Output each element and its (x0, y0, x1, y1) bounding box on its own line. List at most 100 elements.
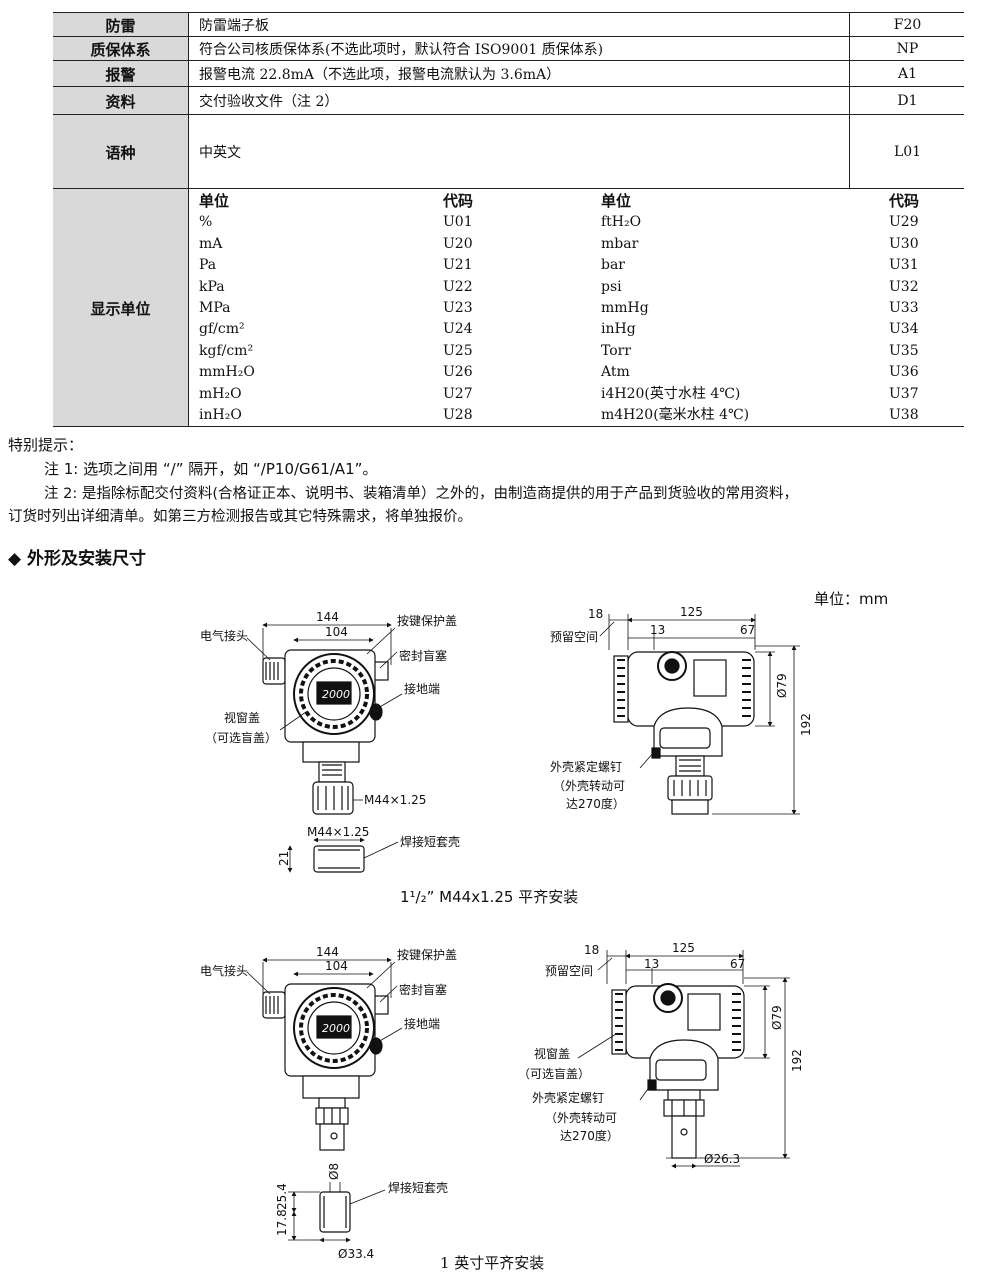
section-heading: ◆ 外形及安装尺寸 (8, 549, 146, 569)
unit-cell: MPa (199, 299, 231, 316)
front-view-top (246, 622, 403, 873)
dim-67: 67 (740, 623, 755, 637)
label-seal-plug: 密封盲塞 (399, 982, 447, 997)
unit-cell: kgf/cm² (199, 342, 254, 359)
dim-79: Ø79 (775, 673, 789, 698)
unit-cell: bar (601, 257, 626, 274)
note-1: 注 1: 选项之间用 “/” 隔开，如 “/P10/G61/A1”。 (44, 460, 378, 478)
unit-header: 单位 (199, 192, 230, 210)
caption-bottom: 1 英寸平齐安装 (440, 1254, 545, 1272)
row-description: 符合公司核质保体系(不选此项时，默认符合 ISO9001 质保体系) (199, 42, 604, 58)
side-view-top (599, 614, 800, 815)
front-view-bottom (246, 957, 403, 1243)
unit-cell: m4H20(毫米水柱 4℃) (601, 406, 750, 423)
unit-cell: ftH₂O (601, 214, 642, 231)
label-reserved-space: 预留空间 (550, 630, 598, 644)
unit-cell: mbar (601, 235, 639, 252)
label-housing-rotate-2: 达270度） (566, 796, 625, 811)
dim-79: Ø79 (770, 1005, 784, 1030)
unit-label: 单位：mm (814, 590, 889, 608)
row-description: 防雷端子板 (199, 18, 269, 34)
dim-67: 67 (730, 957, 745, 971)
dim-125: 125 (672, 941, 695, 955)
dim-192: 192 (790, 1049, 804, 1072)
code-cell: U33 (889, 299, 919, 316)
row-label: 语种 (53, 115, 189, 189)
code-cell: U31 (889, 257, 919, 274)
dim-thread: M44×1.25 (364, 793, 426, 807)
notes-title: 特别提示： (8, 436, 84, 454)
code-cell: U34 (889, 321, 919, 338)
dim-104: 104 (325, 625, 348, 639)
dim-144: 144 (316, 610, 339, 624)
table-row: 防雷 防雷端子板 F20 (53, 12, 964, 37)
unit-cell: kPa (199, 278, 225, 295)
unit-cell: psi (601, 278, 622, 295)
dim-25-4: 25.4 (275, 1183, 289, 1210)
dim-thread-sleeve: M44×1.25 (307, 825, 369, 839)
table-row: 资料 交付验收文件（注 2） D1 (53, 86, 964, 115)
table-row: 语种 中英文 L01 (53, 114, 964, 189)
code-cell: U29 (889, 214, 919, 231)
table-bottom-rule (53, 426, 964, 427)
row-code: A1 (849, 61, 965, 87)
unit-cell: inH₂O (199, 406, 242, 423)
dim-18: 18 (588, 607, 603, 621)
dim-144: 144 (316, 945, 339, 959)
code-cell: U20 (443, 235, 473, 252)
row-description: 中英文 (199, 145, 241, 161)
row-code: D1 (849, 87, 965, 115)
code-cell: U28 (443, 406, 473, 423)
dim-13: 13 (650, 623, 665, 637)
label-elec-connector: 电气接头 (200, 628, 248, 643)
dim-13: 13 (644, 957, 659, 971)
dim-21: 21 (277, 851, 291, 866)
dim-17-8: 17.8 (275, 1209, 289, 1236)
unit-cell: Atm (601, 364, 630, 381)
side-view-bottom (577, 950, 790, 1169)
dim-33-4: Ø33.4 (338, 1247, 374, 1261)
code-cell: U24 (443, 321, 473, 338)
row-label: 报警 (53, 61, 189, 87)
row-code: L01 (849, 115, 965, 189)
code-cell: U36 (889, 364, 919, 381)
unit-cell: % (199, 214, 213, 231)
unit-cell: Pa (199, 257, 217, 274)
unit-cell: mmHg (601, 299, 649, 316)
note-2: 注 2: 是指除标配交付资料(合格证正本、说明书、装箱清单）之外的，由制造商提供… (44, 486, 798, 502)
unit-cell: i4H20(英寸水柱 4℃) (601, 385, 741, 402)
code-header: 代码 (443, 192, 474, 210)
row-label: 显示单位 (53, 189, 189, 427)
label-key-cover: 按键保护盖 (397, 614, 457, 628)
code-cell: U35 (889, 342, 919, 359)
note-2-continued: 订货时列出详细清单。如第三方检测报告或其它特殊需求，将单独报价。 (8, 509, 472, 525)
label-housing-rotate-1: （外壳转动可 (553, 778, 625, 793)
row-label: 防雷 (53, 13, 189, 37)
label-housing-rotate-2: 达270度） (560, 1128, 619, 1143)
label-window-cover: 视窗盖 (224, 710, 260, 725)
unit-cell: gf/cm² (199, 321, 245, 338)
dim-192: 192 (799, 713, 813, 736)
dim-26-3: Ø26.3 (704, 1152, 740, 1166)
label-window-cover-opt: （可选盲盖） (205, 730, 277, 745)
caption-top: 1¹/₂” M44x1.25 平齐安装 (400, 888, 579, 906)
label-ground: 接地端 (404, 681, 440, 696)
label-weld-sleeve: 焊接短套壳 (400, 834, 460, 849)
code-cell: U22 (443, 278, 473, 295)
code-cell: U37 (889, 385, 919, 402)
label-housing-screw: 外壳紧定螺钉 (550, 759, 622, 774)
display-readout: 2000 (322, 688, 350, 701)
label-window-cover-opt: （可选盲盖） (518, 1066, 590, 1081)
code-cell: U38 (889, 406, 919, 423)
row-code: F20 (849, 13, 965, 37)
label-elec-connector: 电气接头 (200, 963, 248, 978)
unit-cell: Torr (601, 342, 632, 359)
row-code: NP (849, 37, 965, 61)
row-label: 质保体系 (53, 37, 189, 61)
label-housing-rotate-1: （外壳转动可 (545, 1110, 617, 1125)
